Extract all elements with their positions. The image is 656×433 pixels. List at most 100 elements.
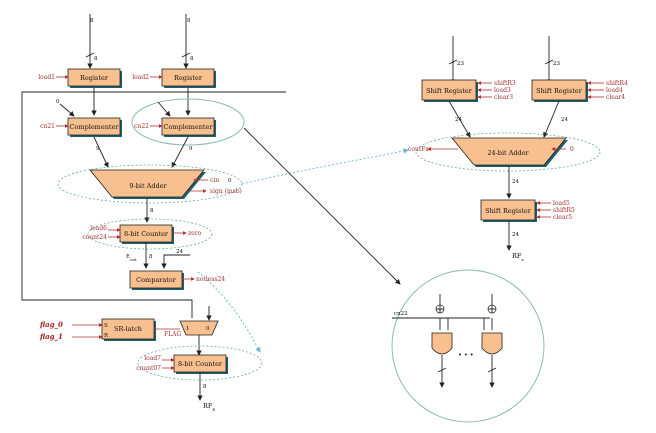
shiftr4-label: shiftR4 [606,80,628,87]
bus-tick [85,52,95,58]
complementer-highlight-ellipse [131,98,245,146]
width-label: 8 [149,254,153,260]
width-label: 9 [96,146,100,152]
sr-latch: S R SR-latch [101,318,156,341]
count24-label: count24 [82,234,107,241]
flag-label: FLAG [164,331,181,338]
sr-latch-label: SR-latch [114,325,142,333]
flag0-label: flag_0 [39,320,63,329]
adder-24bit-label: 24-bit Adder [487,149,529,157]
shift-register-1: Shift Register [421,79,478,102]
clear3-label: clear3 [494,94,513,101]
complementer-detail-circle [391,269,545,423]
cn21-label: cn21 [40,123,55,130]
counter-8bit-a-label: 8-bit Counter [124,230,169,238]
zero-out-label: zero [188,230,202,237]
eout-label: Eout [126,254,137,262]
sr2-to-adder24 [543,100,560,138]
comparator-label: Comparator [136,276,177,284]
load1-label: load1 [38,74,55,81]
width-label: 9 [189,146,193,152]
width-label: 8 [150,208,154,214]
register-1-label: Register [80,74,109,82]
r-pin-label: R [104,333,109,339]
width-label: 8 [94,56,98,62]
feedback-to-comp2 [157,101,171,117]
cn22-label: cn22 [134,123,149,130]
adder-24-ellipse [415,132,601,172]
width-label: 23 [553,61,560,67]
mux-1-label: 1 [186,326,190,332]
register-2: Register [161,68,216,88]
width-label: 8 [190,56,194,62]
width-label: 24 [176,249,183,255]
adder24-cin-label: 0 [570,146,574,153]
shift-register-2-label: Shift Register [536,87,583,95]
width-label: 8 [187,18,191,24]
shift-register-1-label: Shift Register [426,87,473,95]
flag1-label: flag_1 [39,332,63,341]
complementer-1: Complementer [67,117,122,137]
zero-to-comp1 [59,103,75,117]
sign-label: sign (msb) [210,188,242,195]
mux-0-label: 0 [206,326,210,332]
cin-label: cin [210,177,219,184]
width-label: 24 [512,179,519,185]
feedback-wire [21,91,286,318]
coutfx-label: coutFx [408,146,429,153]
adder-9bit-label: 9-bit Adder [129,182,167,190]
mux-cell-icon [431,332,453,355]
shift-register-3: Shift Register [480,199,537,222]
width-label: 24 [512,232,519,238]
counter-b-ellipse [137,345,263,381]
complementer-bit-cell-2 [481,294,503,388]
comp2-to-adder [171,136,189,168]
clear5-label: clear5 [553,214,572,221]
sign-coutfx-link [241,148,409,185]
counter-8bit-b: 8-bit Counter [173,354,228,374]
shift-register-2: Shift Register [531,79,588,102]
adder-9bit: 9-bit Adder [89,169,206,199]
register-1: Register [67,68,122,88]
bus-tick [448,59,458,65]
width-label: 23 [457,61,464,67]
load6-label: load6 [90,225,107,232]
counter-a-ellipse [87,218,213,250]
zero-input-label: 0 [56,99,60,105]
notless24-label: notless24 [196,276,225,283]
comp1-to-adder [93,136,109,168]
cn22-detail-label: cn22 [394,311,408,317]
const24-to-comparator [161,254,190,269]
counter-8bit-b-label: 8-bit Counter [178,360,223,368]
width-label: 24 [561,117,568,123]
notless24-link [197,271,261,353]
ellipsis: • • • [458,351,474,359]
complementer-2-label: Complementer [164,123,214,131]
width-label: 8 [90,18,94,24]
load4-label: load4 [606,87,623,94]
cin-zero-label: 0 [228,178,232,184]
s-pin-label: S [104,323,108,329]
load2-label: load2 [132,74,149,81]
register-2-label: Register [174,74,203,82]
mux: 1 0 [179,320,219,336]
width-label: 24 [455,117,462,123]
rfb-label: RFE [203,402,215,412]
counter-8bit-a: 8-bit Counter [119,224,174,244]
complementer-2: Complementer [161,117,216,137]
shift-register-3-label: Shift Register [485,207,532,215]
load3-label: load3 [494,87,511,94]
shiftr3-label: shiftR3 [494,80,516,87]
zoom-arrow [243,127,401,285]
sr1-to-adder24 [448,100,471,138]
complementer-bit-cell-1 [431,294,453,388]
count07-label: count07 [136,365,161,372]
rfa-label: RFa [512,252,524,262]
clear4-label: clear4 [606,94,625,101]
width-label: 8 [203,384,207,390]
load7-label: load7 [144,355,161,362]
comparator: Comparator [129,270,184,290]
bus-tick [181,52,191,58]
adder-24bit: 24-bit Adder [451,137,568,167]
